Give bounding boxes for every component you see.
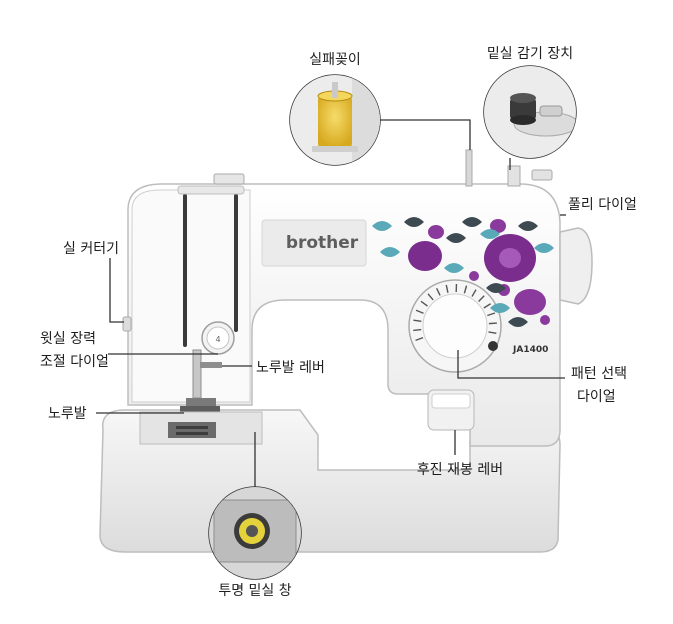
dial-tick	[420, 300, 428, 307]
model-badge: JA1400	[512, 345, 548, 355]
dial-tick	[413, 328, 422, 332]
bobbin-window-inset	[208, 486, 302, 580]
label-reverse-lever: 후진 재봉 레버	[417, 462, 503, 478]
label-pattern-dial-line2: 다이얼	[577, 389, 616, 405]
dial-tick	[483, 303, 491, 309]
dial-tick	[413, 319, 422, 322]
label-presser-foot-lever: 노루발 레버	[256, 360, 325, 376]
dial-tick	[478, 295, 485, 303]
label-pattern-dial-line1: 패턴 선택	[571, 366, 627, 382]
dial-tick	[415, 309, 424, 314]
dial-tick	[415, 336, 424, 342]
label-thread-spool-pin: 실패꽂이	[309, 52, 361, 68]
label-handwheel: 풀리 다이얼	[568, 197, 637, 213]
floral-decoration	[372, 217, 554, 327]
label-thread-cutter: 실 커터기	[63, 241, 119, 257]
label-upper-tension-line1: 윗실 장력	[40, 331, 96, 347]
label-upper-tension-line2: 조절 다이얼	[40, 354, 109, 370]
bobbin-winder-inset	[483, 65, 577, 159]
upper-tension-dial: 4	[201, 321, 235, 355]
callout-labels: 실패꽂이 밑실 감기 장치 풀리 다이얼 실 커터기 윗실 장력 조절 다이얼 …	[40, 46, 637, 599]
dial-tick	[427, 293, 434, 301]
spool-pin-inset	[289, 74, 381, 166]
dial-tick	[471, 289, 477, 297]
machine-body: brother 4 JA1400	[99, 149, 593, 553]
pattern-selection-dial: JA1400	[408, 279, 548, 373]
dial-tick	[487, 312, 496, 317]
dial-tick	[488, 331, 497, 334]
dial-tick	[463, 285, 468, 294]
dial-tick	[488, 322, 497, 325]
label-bobbin-winder: 밑실 감기 장치	[487, 46, 573, 62]
label-bobbin-window: 투명 밑실 창	[218, 583, 291, 599]
svg-text:4: 4	[215, 335, 220, 344]
callout-lines	[96, 119, 566, 487]
dial-tick	[435, 287, 441, 296]
label-presser-foot: 노루발	[48, 406, 87, 422]
dial-tick	[445, 284, 449, 293]
brand-logo: brother	[286, 233, 359, 253]
